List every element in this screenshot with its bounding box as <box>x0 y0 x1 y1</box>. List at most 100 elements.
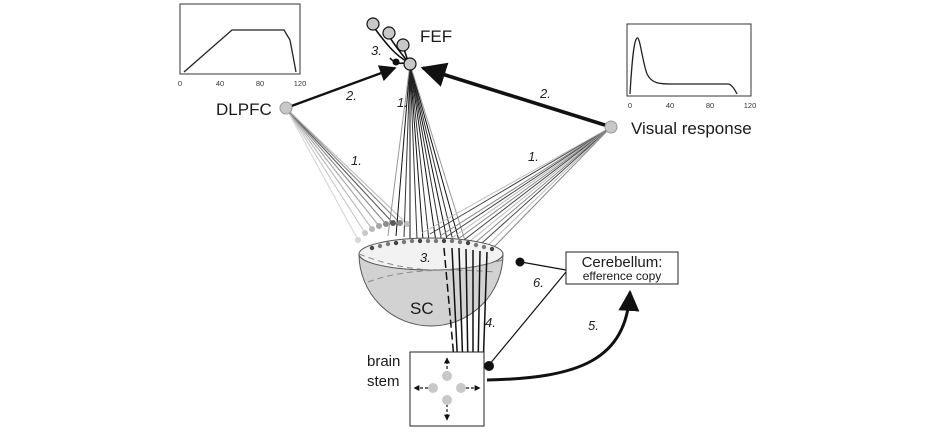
projection-line <box>439 126 612 237</box>
sc-neuron <box>362 230 368 236</box>
projection-line <box>409 63 437 243</box>
sc-neuron <box>489 246 495 252</box>
inset-tick: 120 <box>294 79 307 88</box>
brain-stem-node <box>442 395 452 405</box>
cerebellum-label: Cerebellum: <box>582 254 663 271</box>
sc-neuron <box>393 240 399 246</box>
sc-neuron <box>385 241 391 247</box>
sc-output-arrow <box>479 251 488 371</box>
step-label: 6. <box>533 275 544 290</box>
sc-output-arrow <box>443 247 459 371</box>
sc-neuron <box>355 237 361 243</box>
projection-line <box>409 63 424 241</box>
projection-line <box>285 107 373 230</box>
dlpfc-activity-trace <box>183 29 297 73</box>
step-label: 2. <box>345 88 357 103</box>
brain-stem-box <box>409 351 485 427</box>
dlpfc-to-fef-arrow: 2. <box>285 65 397 110</box>
cerebellum-box <box>565 251 679 285</box>
dlpfc-to-sc-projections <box>285 107 408 241</box>
inset-tick: 40 <box>216 79 224 88</box>
visual-response-inset: 0 40 80 120 <box>626 23 756 110</box>
sc-neuron <box>397 220 403 226</box>
sc-neuron <box>465 240 471 246</box>
fef-to-sc-projections <box>387 63 467 246</box>
visual-to-fef-arrow: 2. <box>420 62 609 128</box>
visual-to-sc-projections <box>421 126 612 248</box>
sc-output-arrow <box>464 248 472 371</box>
dlpfc-label: DLPFC <box>216 100 272 119</box>
step-label: 1. <box>528 149 539 164</box>
fef-node <box>382 26 396 40</box>
sc-neuron <box>401 239 407 245</box>
fef-label: FEF <box>420 27 452 46</box>
sc-neuron <box>376 223 382 229</box>
projection-line <box>445 126 612 238</box>
visual-response-label: Visual response <box>631 119 752 138</box>
projection-line <box>285 107 359 241</box>
inset-tick: 80 <box>706 101 714 110</box>
step-label: 4. <box>485 315 496 330</box>
step-label: 2. <box>539 86 551 101</box>
brain-stem-node <box>442 371 452 381</box>
sc-neuron <box>481 244 487 250</box>
brain-stem-node <box>456 383 466 393</box>
projection-line <box>409 63 467 245</box>
fef-node <box>366 17 380 31</box>
sc-output-arrow <box>458 247 467 371</box>
inset-tick: 0 <box>628 101 632 110</box>
step-label: 3. <box>420 250 431 265</box>
projection-line <box>285 107 408 225</box>
sc-output-arrow <box>474 250 482 371</box>
sc-output-arrow <box>451 247 462 371</box>
projection-line <box>493 126 612 248</box>
step-label: 3. <box>371 43 382 58</box>
projection-line <box>409 63 430 242</box>
projection-line <box>387 63 411 237</box>
brain-stem: brain stem <box>367 351 485 427</box>
cerebellum-synapse <box>515 257 525 267</box>
projection-line <box>487 126 612 246</box>
sc-surface-neurons <box>355 220 495 252</box>
projection-line <box>285 107 401 224</box>
superior-colliculus: SC 3. <box>355 220 504 327</box>
sc-neuron <box>409 238 415 244</box>
projection-line <box>285 107 366 234</box>
projection-line <box>463 126 612 241</box>
projection-line <box>285 107 380 227</box>
sc-neuron <box>433 238 439 244</box>
projection-line <box>421 126 612 234</box>
brain-stem-label: stem <box>367 373 400 390</box>
projection-line <box>429 126 612 235</box>
sc-neuron <box>369 226 375 232</box>
inset-tick: 80 <box>256 79 264 88</box>
projection-line <box>451 126 612 239</box>
sc-neuron <box>457 239 463 245</box>
projection-line <box>409 63 461 245</box>
dlpfc-node <box>279 101 293 115</box>
projection-line <box>409 63 443 244</box>
sc-to-brainstem-projections <box>443 247 488 371</box>
sc-neuron <box>377 243 383 249</box>
inset-tick: 0 <box>178 79 182 88</box>
projection-line <box>285 107 387 225</box>
projection-line <box>409 63 455 246</box>
sc-neuron <box>449 238 455 244</box>
fef-synapse <box>392 58 400 66</box>
projection-line <box>469 126 612 242</box>
visual-response-trace <box>629 37 738 95</box>
cerebellum-sublabel: efference copy <box>583 269 662 283</box>
sc-neuron <box>417 238 423 244</box>
sc-neuron <box>404 221 410 227</box>
projection-line <box>409 63 418 240</box>
fef-node <box>396 38 410 52</box>
projection-line <box>403 63 411 238</box>
fef-cluster: FEF 3. <box>366 17 452 71</box>
projection-line <box>285 107 394 224</box>
dlpfc-node-group: DLPFC <box>216 100 293 119</box>
sc-neuron <box>369 245 375 251</box>
cerebellum: Cerebellum: efference copy <box>565 251 679 285</box>
projection-line <box>481 126 612 244</box>
fef-output-node <box>403 57 417 71</box>
